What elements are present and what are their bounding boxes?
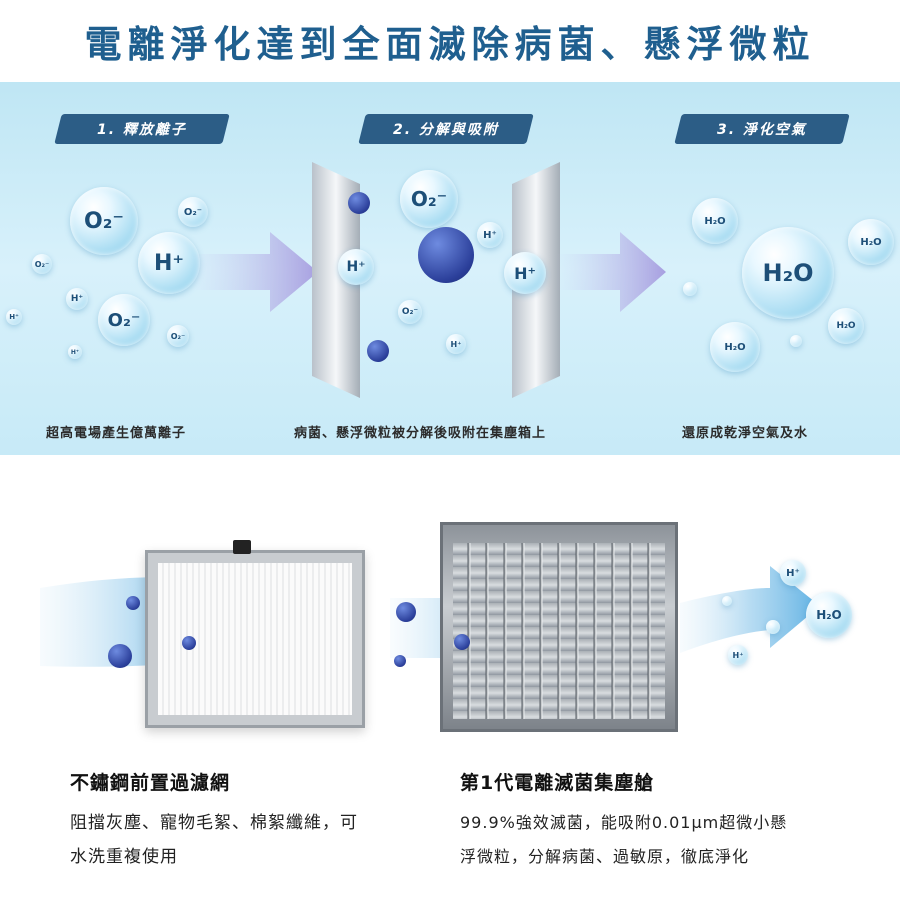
o2-ion-bubble: O₂⁻ xyxy=(98,294,150,346)
virus-icon xyxy=(182,636,196,650)
virus-icon xyxy=(348,192,370,214)
o2-ion-bubble: O₂⁻ xyxy=(32,254,52,274)
prefilter-title: 不鏽鋼前置過濾網 xyxy=(70,772,231,794)
flow-arrow-icon xyxy=(190,232,318,312)
o2-ion-bubble: O₂⁻ xyxy=(167,325,189,347)
h-ion-bubble: H⁺ xyxy=(780,560,806,586)
o2-ion-bubble: O₂⁻ xyxy=(70,187,138,255)
prefilter-image xyxy=(145,550,365,728)
filter-handle xyxy=(233,540,251,554)
h2o-bubble: H₂O xyxy=(742,227,834,319)
h-ion-bubble: H⁺ xyxy=(6,309,22,325)
virus-icon xyxy=(367,340,389,362)
page-title: 電離淨化達到全面滅除病菌、懸浮微粒 xyxy=(84,23,816,66)
h2o-bubble: H₂O xyxy=(848,219,894,265)
h2o-bubble: H₂O xyxy=(806,592,852,638)
h2o-bubble: H₂O xyxy=(692,198,738,244)
droplet-icon xyxy=(683,282,697,296)
o2-ion-bubble: O₂⁻ xyxy=(398,300,422,324)
step-3-caption: 還原成乾淨空氣及水 xyxy=(682,426,809,441)
h-ion-bubble: H⁺ xyxy=(477,222,503,248)
o2-ion-bubble: O₂⁻ xyxy=(400,170,458,228)
h-ion-bubble: H⁺ xyxy=(68,345,82,359)
collector-cell-image xyxy=(440,522,678,732)
flow-arrow-icon xyxy=(556,232,666,312)
step-1-pill: 1. 釋放離子 xyxy=(54,114,230,144)
virus-icon xyxy=(126,596,140,610)
h-ion-bubble: H⁺ xyxy=(728,645,748,665)
virus-icon xyxy=(394,655,406,667)
h-ion-bubble: H⁺ xyxy=(338,249,374,285)
collector-description: 99.9%強效滅菌，能吸附0.01μm超微小懸 浮微粒，分解病菌、過敏原，徹底淨… xyxy=(460,813,788,866)
process-band: 1. 釋放離子 2. 分解與吸附 3. 淨化空氣 O₂⁻ O₂⁻ H⁺ O₂⁻ … xyxy=(0,82,900,455)
h2o-bubble: H₂O xyxy=(710,322,760,372)
step-2-pill: 2. 分解與吸附 xyxy=(358,114,534,144)
o2-ion-bubble: O₂⁻ xyxy=(178,197,208,227)
h2o-bubble: H₂O xyxy=(828,308,864,344)
virus-icon xyxy=(108,644,132,668)
droplet-icon xyxy=(790,335,802,347)
prefilter-description: 阻擋灰塵、寵物毛絮、棉絮纖維，可 水洗重複使用 xyxy=(70,813,358,867)
h-ion-bubble: H⁺ xyxy=(66,288,88,310)
virus-icon xyxy=(396,602,416,622)
collector-title: 第1代電離滅菌集塵艙 xyxy=(460,772,655,794)
h-ion-bubble: H⁺ xyxy=(504,252,546,294)
virus-icon xyxy=(454,634,470,650)
h-ion-bubble: H⁺ xyxy=(446,334,466,354)
step-1-caption: 超高電場產生億萬離子 xyxy=(46,426,187,441)
collector-plate-left xyxy=(312,162,360,398)
droplet-icon xyxy=(722,596,732,606)
large-virus-icon xyxy=(418,227,474,283)
h-ion-bubble: H⁺ xyxy=(138,232,200,294)
step-3-pill: 3. 淨化空氣 xyxy=(674,114,850,144)
droplet-icon xyxy=(766,620,780,634)
step-2-caption: 病菌、懸浮微粒被分解後吸附在集塵箱上 xyxy=(294,426,547,441)
